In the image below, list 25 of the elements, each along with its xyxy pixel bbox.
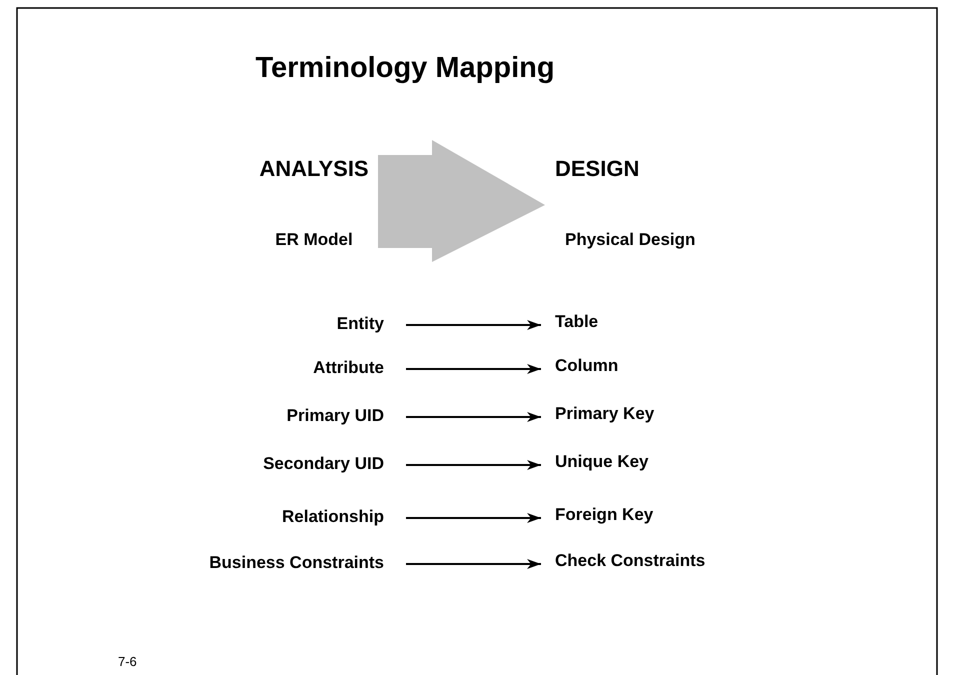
arrow bbox=[406, 364, 541, 374]
term-label: Table bbox=[555, 311, 600, 333]
arrow bbox=[406, 320, 541, 330]
page-number: 7-6 bbox=[118, 654, 137, 669]
term-label: Business Constraints bbox=[208, 552, 384, 574]
column-subheading: ER Model bbox=[274, 230, 354, 250]
arrow bbox=[406, 412, 541, 422]
term-label: Check Constraints bbox=[555, 550, 706, 572]
term-label: Secondary UID bbox=[262, 453, 384, 475]
column-subheading: Physical Design bbox=[565, 230, 696, 250]
term-label: Relationship bbox=[280, 506, 384, 528]
block-arrow bbox=[378, 140, 545, 262]
term-label: Column bbox=[555, 355, 620, 377]
title: Terminology Mapping bbox=[254, 52, 556, 85]
column-heading: ANALYSIS bbox=[258, 156, 370, 182]
column-heading: DESIGN bbox=[555, 156, 640, 182]
arrow bbox=[406, 559, 541, 569]
term-label: Attribute bbox=[312, 357, 384, 379]
term-label: Primary UID bbox=[286, 405, 384, 427]
arrow bbox=[406, 460, 541, 470]
arrow bbox=[406, 513, 541, 523]
term-label: Unique Key bbox=[555, 451, 650, 473]
term-label: Foreign Key bbox=[555, 504, 654, 526]
term-label: Primary Key bbox=[555, 403, 656, 425]
term-label: Entity bbox=[336, 313, 384, 335]
